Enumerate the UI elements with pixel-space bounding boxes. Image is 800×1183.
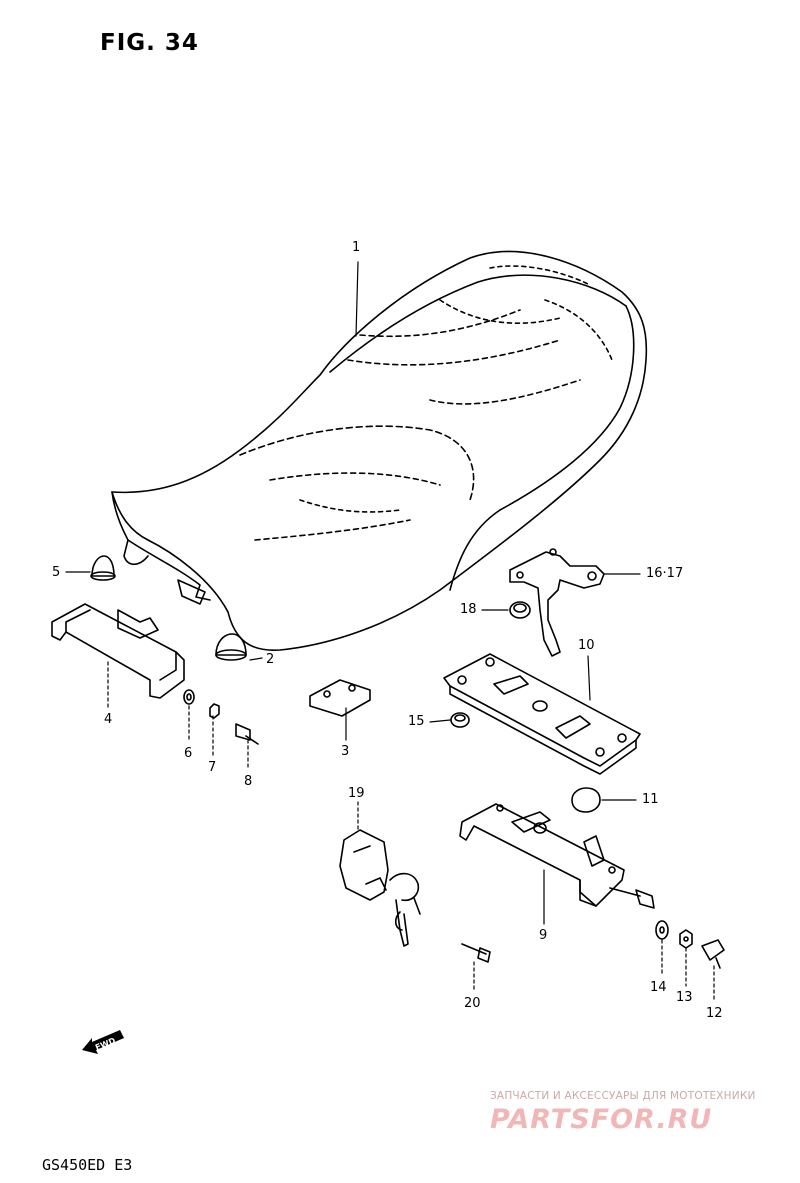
part-label-10: 10 — [578, 638, 595, 653]
forward-direction-badge: FWD — [80, 1026, 126, 1060]
model-code: GS450ED E3 — [42, 1156, 133, 1174]
grommet-drawing-15 — [450, 712, 470, 728]
watermark-tagline: ЗАПЧАСТИ И АКСЕССУАРЫ ДЛЯ МОТОТЕХНИКИ — [490, 1090, 756, 1102]
nut-drawing-13 — [679, 929, 693, 949]
bolt-drawing-8 — [235, 723, 259, 745]
part-label-8: 8 — [244, 774, 253, 789]
part-label-18: 18 — [460, 602, 477, 617]
figure-title: FIG. 34 — [100, 30, 199, 56]
washer-drawing-6 — [183, 689, 195, 705]
leader-lines — [65, 261, 715, 1003]
bolt-drawing-12 — [701, 939, 725, 969]
stopper-drawing-2 — [215, 633, 247, 661]
plate-drawing-3 — [309, 679, 371, 717]
forward-arrow-icon: FWD — [82, 1030, 124, 1054]
part-label-12: 12 — [706, 1006, 723, 1021]
latch-drawing-16-17 — [509, 548, 605, 657]
watermark-logo: PARTSFOR.RU — [490, 1104, 713, 1135]
stopper-drawing-5 — [90, 555, 116, 581]
part-label-16-17: 16·17 — [646, 566, 684, 581]
cap-drawing-11 — [571, 787, 601, 813]
lock-drawing-19 — [339, 829, 421, 947]
seat-drawing — [111, 250, 648, 651]
part-label-6: 6 — [184, 746, 193, 761]
part-label-2: 2 — [266, 652, 275, 667]
part-label-13: 13 — [676, 990, 693, 1005]
bracket-drawing-4 — [51, 603, 185, 699]
base-plate-drawing-10 — [443, 653, 641, 775]
part-label-1: 1 — [352, 240, 361, 255]
part-label-14: 14 — [650, 980, 667, 995]
part-label-15: 15 — [408, 714, 425, 729]
grommet-drawing-18 — [509, 601, 531, 619]
hinge-drawing-9 — [459, 803, 655, 909]
nut-drawing-7 — [209, 703, 220, 719]
part-label-11: 11 — [642, 792, 659, 807]
washer-drawing-14 — [655, 920, 669, 940]
part-label-20: 20 — [464, 996, 481, 1011]
screw-drawing-20 — [461, 943, 491, 963]
part-label-5: 5 — [52, 565, 61, 580]
part-label-9: 9 — [539, 928, 548, 943]
part-label-4: 4 — [104, 712, 113, 727]
part-label-19: 19 — [348, 786, 365, 801]
fwd-text: FWD — [94, 1036, 117, 1052]
part-label-3: 3 — [341, 744, 350, 759]
part-label-7: 7 — [208, 760, 217, 775]
